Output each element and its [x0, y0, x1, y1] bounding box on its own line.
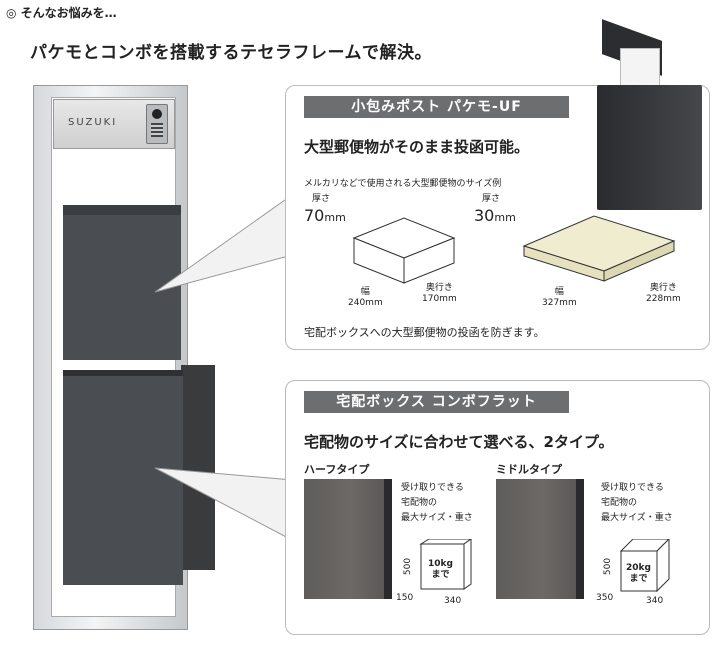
thickness-value: 70: [304, 206, 325, 225]
delivery-box: [63, 370, 183, 585]
desc-line: 受け取りできる: [401, 483, 464, 493]
desc-line: 受け取りできる: [601, 483, 664, 493]
open-mailbox-photo: [592, 19, 712, 210]
height-dim: 500: [403, 557, 414, 576]
height-dim: 500: [603, 557, 614, 576]
packet-post-band: 小包みポスト パケモ-UF: [304, 96, 569, 118]
weight-suffix: まで: [629, 574, 648, 584]
delivery-box-band: 宅配ボックス コンボフラット: [304, 391, 569, 413]
box-70mm-illustration: [352, 217, 456, 284]
headline: パケモとコンボを搭載するテセラフレームで解決。: [30, 43, 432, 63]
depth-value: 170mm: [422, 294, 457, 304]
type-name: ハーフタイプ: [304, 463, 370, 476]
delivery-box-panel: 宅配ボックス コンボフラット 宅配物のサイズに合わせて選べる、2タイプ。 ハーフ…: [285, 380, 710, 635]
delivery-box-heading: 宅配物のサイズに合わせて選べる、2タイプ。: [304, 433, 614, 451]
intro-text: ◎ そんなお悩みを…: [6, 6, 117, 20]
depth-value: 228mm: [646, 294, 681, 304]
thickness-label: 厚さ: [312, 194, 331, 204]
max-size-box-icon: [619, 539, 670, 593]
thickness-label: 厚さ: [482, 194, 501, 204]
weight-suffix: まで: [431, 570, 450, 580]
width-dim: 340: [444, 596, 462, 606]
combo-side-box: [181, 365, 215, 570]
desc-line: 宅配物の: [601, 498, 638, 508]
depth-dim: 150: [396, 593, 414, 603]
packet-post: [63, 205, 181, 360]
max-size-box-icon: [419, 539, 472, 590]
width-value: 240mm: [348, 298, 383, 308]
thickness-value: 30: [474, 206, 495, 225]
type-name: ミドルタイプ: [496, 463, 562, 476]
size-caption: メルカリなどで使用される大型郵便物のサイズ例: [304, 179, 502, 189]
weight-value: 20kg: [626, 563, 651, 573]
desc-line: 最大サイズ・重さ: [401, 513, 473, 523]
nameplate: SUZUKI: [53, 99, 175, 149]
flat-30mm-illustration: [522, 215, 676, 282]
weight-value: 10kg: [428, 559, 453, 569]
packet-post-heading: 大型郵便物がそのまま投函可能。: [304, 138, 530, 156]
depth-label: 奥行き: [649, 283, 677, 293]
depth-label: 奥行き: [425, 283, 453, 293]
intercom-icon: [146, 104, 168, 144]
depth-dim: 350: [596, 593, 614, 603]
frame-product: SUZUKI: [33, 85, 215, 630]
width-label: 幅: [360, 287, 370, 297]
width-value: 327mm: [542, 298, 577, 308]
desc-line: 宅配物の: [401, 498, 438, 508]
desc-line: 最大サイズ・重さ: [601, 513, 673, 523]
packet-post-note: 宅配ボックスへの大型郵便物の投函を防ぎます。: [304, 326, 545, 339]
width-label: 幅: [554, 287, 564, 297]
thickness-unit: mm: [324, 211, 346, 224]
thickness-unit: mm: [494, 211, 516, 224]
nameplate-text: SUZUKI: [68, 117, 118, 128]
width-dim: 340: [646, 596, 664, 606]
